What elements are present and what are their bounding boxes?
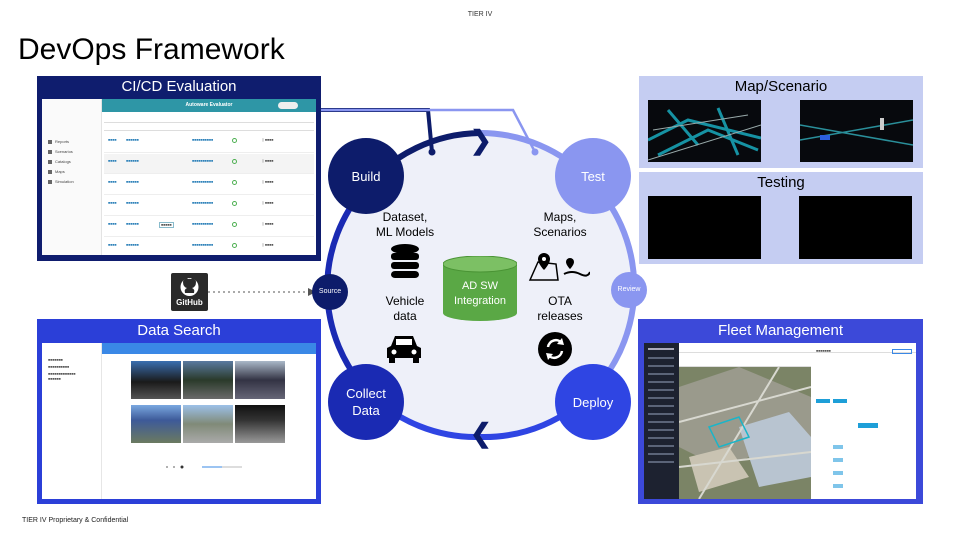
ota-label: OTA releases [537,294,583,323]
map-scenario-panel: Map/Scenario [639,76,923,168]
fleet-screenshot: ■■■■■■■ [644,343,916,499]
testing-video-right [799,196,912,259]
map-scenario-title: Map/Scenario [734,78,828,95]
source-node [312,274,348,310]
top-label: TIER IV [467,11,493,18]
data-search-title: Data Search [137,322,221,339]
cicd-sidebar-item: Simulation [48,179,74,184]
data-search-header [102,343,316,354]
cicd-panel: CI/CD Evaluation Reports Scenarios Catal… [37,76,321,261]
cicd-table-row: ■■■■■■■■■■■■■■■■■■■■▯ ■■■■ [104,196,314,216]
integration-database-shape [443,256,517,321]
cicd-sidebar-item: Scenarios [48,149,73,154]
page-title: DevOps Framework [18,33,285,66]
image-thumbnail [183,405,233,443]
integration-label: AD SW Integration [454,280,506,307]
cicd-app-header: Autoware Evaluator [102,99,316,112]
deploy-label: Deploy [572,395,614,410]
image-thumbnail [183,361,233,399]
test-label: Test [581,169,605,184]
map-pin-icon [528,253,590,281]
pagination[interactable] [162,457,252,469]
fleet-map[interactable] [679,367,811,499]
deploy-node [555,364,631,440]
data-search-sidebar: ■■■■■■■ ■■■■■■■■■■ ■■■■■■■■■■■■■ ■■■■■■ [42,343,102,499]
image-thumbnail [131,405,181,443]
cicd-table-row: ■■■■■■■■■■■■■■■■■■■■▯ ■■■■ [104,238,314,255]
car-icon [387,336,421,363]
review-label: Review [617,286,641,293]
image-thumbnail [235,361,285,399]
cicd-sidebar: Reports Scenarios Catalogs Maps Simulati… [42,99,102,255]
github-logo[interactable]: GitHub [171,273,208,311]
cicd-table-row: ■■■■■■■■■■■■■■■■■■■■▯ ■■■■ [104,175,314,195]
footer-text: TIER IV Proprietary & Confidential [22,517,129,524]
testing-title: Testing [757,174,805,191]
maps-label: Maps, Scenarios [533,210,587,239]
fleet-detail-pane: ■■■■■■■ [813,343,916,499]
sync-icon [538,332,572,366]
build-label: Build [351,169,381,184]
cicd-table-row: ■■■■■■■■■■■■■■■■■■■■▯ ■■■■ [104,133,314,153]
github-label: GitHub [176,298,203,307]
cicd-table-row: ■■■■■■■■■■■■■■■■■■■■▯ ■■■■ [104,154,314,174]
testing-video-left [648,196,761,259]
image-thumbnail [235,405,285,443]
github-icon [180,277,199,296]
testing-panel: Testing [639,172,923,264]
review-node [611,272,647,308]
data-search-screenshot: ■■■■■■■ ■■■■■■■■■■ ■■■■■■■■■■■■■ ■■■■■■ [42,343,316,499]
cicd-screenshot: Reports Scenarios Catalogs Maps Simulati… [42,99,316,255]
fleet-panel: Fleet Management ■■■■■■■ [638,319,923,504]
dataset-label: Dataset, ML Models [375,210,435,239]
cicd-sidebar-item: Reports [48,139,69,144]
chevron-left-icon: ❮ [470,418,492,448]
image-thumbnail [131,361,181,399]
map-image-left [648,100,761,162]
collect-label: Collect Data [346,386,386,418]
collect-node [328,364,404,440]
fleet-sidebar [644,343,679,499]
database-icon [391,244,419,278]
vehicle-label: Vehicle data [385,294,425,323]
cicd-panel-title: CI/CD Evaluation [121,78,237,95]
source-label: Source [318,288,342,295]
test-node [555,138,631,214]
cicd-sidebar-item: Catalogs [48,159,71,164]
chevron-right-icon: ❯ [470,125,492,155]
cicd-table-row: ■■■■■■■■■■■■■■■■■■■■■■■■■▯ ■■■■ [104,217,314,237]
cicd-sidebar-item: Maps [48,169,65,174]
build-node [328,138,404,214]
data-search-panel: Data Search ■■■■■■■ ■■■■■■■■■■ ■■■■■■■■■… [37,319,321,504]
map-image-right [800,100,913,162]
fleet-title: Fleet Management [717,322,844,339]
